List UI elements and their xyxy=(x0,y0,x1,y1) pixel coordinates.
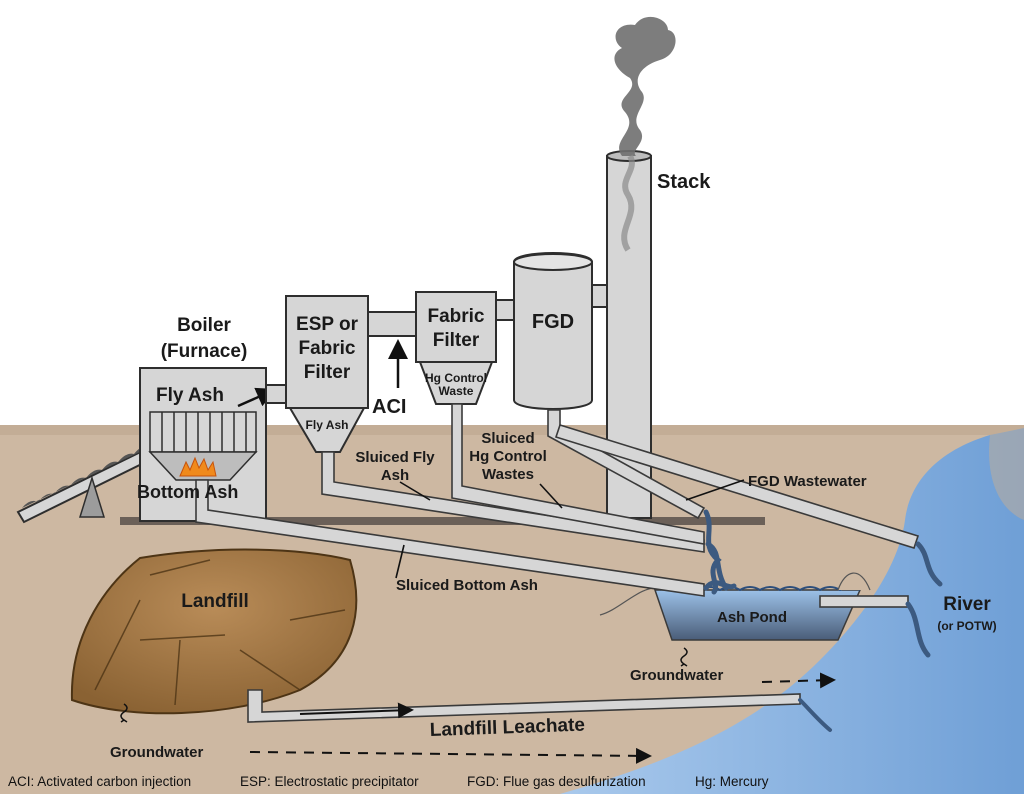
legend-aci: ACI: Activated carbon injection xyxy=(8,774,191,789)
label-bottom-ash: Bottom Ash xyxy=(137,482,238,502)
discharge-to-river xyxy=(905,541,943,658)
label-river: River xyxy=(943,594,991,615)
fire-icon xyxy=(179,456,217,477)
label-sluiced-bottom-ash: Sluiced Bottom Ash xyxy=(396,577,538,594)
pipe-fgd-river xyxy=(554,424,920,549)
coal-on-belt xyxy=(22,436,165,508)
label-fgd-wastewater: FGD Wastewater xyxy=(748,473,867,490)
label-hg-2: Waste xyxy=(439,384,474,398)
label-fly-ash-boiler: Fly Ash xyxy=(156,385,224,406)
river xyxy=(560,428,1024,794)
landfill-seams xyxy=(94,559,346,706)
label-furnace: (Furnace) xyxy=(161,341,248,362)
river-far-bank xyxy=(989,427,1024,520)
label-aci: ACI xyxy=(372,396,406,418)
fabric-filter-hopper xyxy=(418,361,494,405)
label-sluiced-hg-3: Wastes xyxy=(482,466,534,483)
groundwater-squiggle-icon xyxy=(680,647,688,667)
label-groundwater-left: Groundwater xyxy=(110,744,204,761)
label-stack: Stack xyxy=(657,171,711,193)
plant-foundation xyxy=(120,517,765,525)
leachate-discharge xyxy=(798,698,832,732)
label-esp-3: Filter xyxy=(304,362,351,383)
legend-hg: Hg: Mercury xyxy=(695,774,769,789)
duct-esp-fabric xyxy=(365,311,419,337)
label-fgd: FGD xyxy=(532,311,574,333)
ground-horizon-shade xyxy=(0,425,1024,435)
pipe-bottom-ash xyxy=(195,479,705,597)
duct-fabric-fgd xyxy=(494,299,516,321)
label-fabric-1: Fabric xyxy=(427,306,484,327)
label-boiler: Boiler xyxy=(177,315,231,336)
conveyor-support xyxy=(78,475,106,518)
duct-boiler-esp xyxy=(265,384,289,404)
groundwater-flow-right xyxy=(761,672,836,689)
label-fabric-2: Filter xyxy=(433,330,480,351)
esp-hopper xyxy=(288,407,366,453)
label-sluiced-hg-2: Hg Control xyxy=(469,448,546,465)
legend-fgd: FGD: Flue gas desulfurization xyxy=(467,774,646,789)
esp-unit xyxy=(285,295,369,409)
label-potw: (or POTW) xyxy=(937,619,996,633)
legend-esp: ESP: Electrostatic precipitator xyxy=(240,774,419,789)
callout-lines xyxy=(395,479,745,579)
smoke-plume xyxy=(614,16,676,156)
label-hg-1: Hg Control xyxy=(425,371,487,385)
groundwater-flow-left xyxy=(249,747,652,764)
smoke-inner xyxy=(621,154,635,252)
ash-pond xyxy=(653,589,862,641)
label-fly-ash-hopper: Fly Ash xyxy=(306,418,349,432)
fgd-top xyxy=(513,253,593,271)
fabric-filter-unit xyxy=(415,291,497,363)
label-sluiced-fly-1: Sluiced Fly xyxy=(355,449,435,466)
discharge-to-pond xyxy=(703,509,737,595)
leachate-arrow xyxy=(299,702,414,719)
label-groundwater-right: Groundwater xyxy=(630,667,724,684)
label-sluiced-fly-2: Ash xyxy=(381,467,409,484)
pipe-fgd-pond xyxy=(547,409,706,520)
label-sluiced-hg-1: Sluiced xyxy=(481,430,534,447)
pond-berm-right xyxy=(837,572,871,591)
leachate-pipe xyxy=(247,689,801,723)
label-esp-2: Fabric xyxy=(298,338,355,359)
groundwater-squiggle-icon xyxy=(120,703,128,723)
label-ash-pond: Ash Pond xyxy=(717,609,787,626)
label-landfill: Landfill xyxy=(181,591,249,612)
label-esp-1: ESP or xyxy=(296,314,359,335)
pipe-hg-waste xyxy=(451,403,705,545)
pond-outlet-pipe xyxy=(819,595,909,608)
boiler-tubes xyxy=(149,411,257,453)
